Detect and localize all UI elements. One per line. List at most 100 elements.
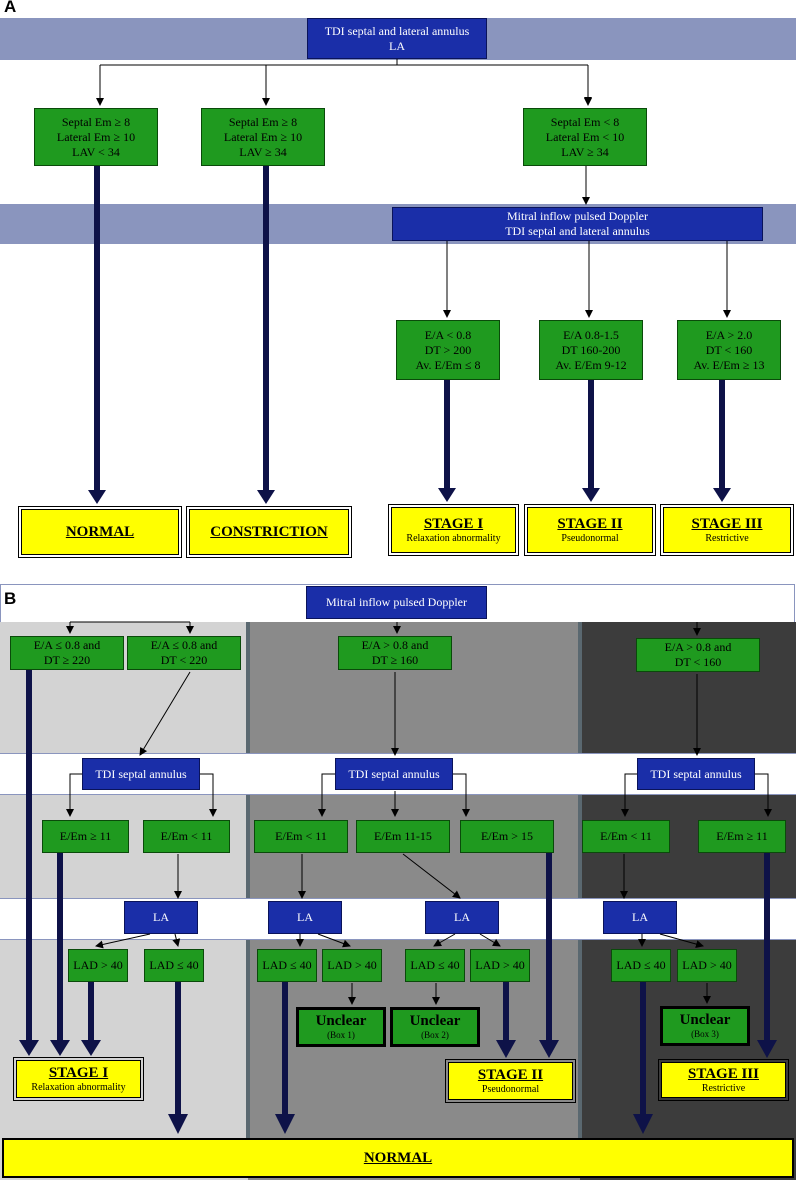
lad-label: LAD > 40 [475, 958, 525, 972]
ee-label: E/Em < 11 [600, 829, 652, 843]
criteria-line: Lateral Em ≥ 10 [56, 129, 136, 144]
la-label: LA [297, 910, 313, 924]
unclear-note: (Box 2) [421, 1030, 449, 1040]
ea-box-2: E/A ≤ 0.8 and DT < 220 [127, 636, 241, 670]
ea-line: E/A > 0.8 and [361, 638, 429, 652]
outcome-title: STAGE II [557, 516, 623, 532]
criteria-line: Lateral Em ≥ 10 [223, 129, 303, 144]
ea-box-1: E/A ≤ 0.8 and DT ≥ 220 [10, 636, 124, 670]
ee-label: E/Em 11-15 [374, 829, 432, 843]
ee-gt15-box: E/Em > 15 [460, 820, 554, 853]
lad-le40-box-2: LAD ≤ 40 [257, 949, 317, 982]
tdi-label: TDI septal annulus [348, 766, 440, 781]
normal-bar-b: NORMAL [2, 1138, 794, 1178]
ee-lt11-box-2: E/Em < 11 [254, 820, 348, 853]
stage1-criteria-box: E/A < 0.8 DT > 200 Av. E/Em ≤ 8 [396, 320, 500, 380]
criteria-line: LAV ≥ 34 [239, 144, 287, 159]
unclear-title: Unclear [409, 1013, 461, 1029]
la-box-2: LA [268, 901, 342, 934]
outcome-subtitle: Restrictive [705, 533, 749, 544]
ee-label: E/Em < 11 [275, 829, 327, 843]
outcome-title: STAGE III [687, 1066, 759, 1082]
outcome-subtitle: Pseudonormal [561, 533, 619, 544]
ea-line: E/A > 0.8 and [664, 640, 732, 654]
lad-label: LAD ≤ 40 [262, 958, 312, 972]
mitral-line1: Mitral inflow pulsed Doppler [507, 209, 648, 223]
outcome-stage3-a: STAGE III Restrictive [660, 504, 794, 556]
outcome-title: STAGE II [477, 1067, 544, 1083]
lad-label: LAD > 40 [682, 958, 732, 972]
mitral-line2: TDI septal and lateral annulus [505, 224, 650, 238]
unclear-title: Unclear [679, 1012, 731, 1028]
ee-label: E/Em ≥ 11 [716, 829, 768, 843]
tdi-label: TDI septal annulus [95, 766, 187, 781]
criteria-diastolic-box: Septal Em < 8 Lateral Em < 10 LAV ≥ 34 [523, 108, 647, 166]
ea-line: DT < 160 [674, 655, 722, 669]
lad-gt40-box-4: LAD > 40 [677, 949, 737, 982]
tdi-label: TDI septal annulus [650, 766, 742, 781]
panel-a-top-line2: LA [389, 38, 405, 53]
lad-gt40-box-3: LAD > 40 [470, 949, 530, 982]
ee-label: E/Em ≥ 11 [59, 829, 112, 843]
la-box-3: LA [425, 901, 499, 934]
unclear-box-3: Unclear (Box 3) [660, 1006, 750, 1046]
unclear-box-2: Unclear (Box 2) [390, 1007, 480, 1047]
ea-line: DT < 220 [160, 653, 208, 667]
ee-ge11-box-2: E/Em ≥ 11 [698, 820, 786, 853]
ee-11-15-box: E/Em 11-15 [356, 820, 450, 853]
outcome-constriction-a: CONSTRICTION [186, 506, 352, 558]
criteria-line: E/A > 2.0 [705, 327, 753, 342]
stage2-criteria-box: E/A 0.8-1.5 DT 160-200 Av. E/Em 9-12 [539, 320, 643, 380]
outcome-subtitle: Restrictive [701, 1083, 746, 1094]
la-label: LA [153, 910, 169, 924]
panel-b-top-box: Mitral inflow pulsed Doppler [306, 586, 487, 619]
ea-box-3: E/A > 0.8 and DT ≥ 160 [338, 636, 452, 670]
tdi-box-2: TDI septal annulus [335, 758, 453, 790]
la-label: LA [632, 910, 648, 924]
lad-gt40-box-1: LAD > 40 [68, 949, 128, 982]
lad-label: LAD > 40 [327, 958, 377, 972]
outcome-subtitle: Relaxation abnormality [406, 533, 501, 544]
outcome-stage1-a: STAGE I Relaxation abnormality [388, 504, 519, 556]
lad-label: LAD ≤ 40 [410, 958, 460, 972]
column-divider [246, 622, 250, 1138]
ee-ge11-box-1: E/Em ≥ 11 [42, 820, 129, 853]
outcome-title: STAGE III [691, 516, 763, 532]
lad-label: LAD > 40 [73, 958, 123, 972]
column-divider [578, 622, 582, 1138]
outcome-stage2-b: STAGE II Pseudonormal [445, 1059, 576, 1103]
lad-label: LAD ≤ 40 [616, 958, 666, 972]
lad-le40-box-3: LAD ≤ 40 [405, 949, 465, 982]
unclear-title: Unclear [315, 1013, 367, 1029]
outcome-stage1-b: STAGE I Relaxation abnormality [13, 1057, 144, 1101]
lad-gt40-box-2: LAD > 40 [322, 949, 382, 982]
criteria-line: DT < 160 [705, 342, 753, 357]
criteria-line: DT 160-200 [561, 342, 621, 357]
tdi-box-3: TDI septal annulus [637, 758, 755, 790]
ee-label: E/Em > 15 [480, 829, 534, 843]
outcome-title: NORMAL [65, 524, 135, 540]
criteria-line: Septal Em < 8 [550, 114, 620, 129]
ea-line: DT ≥ 160 [371, 653, 419, 667]
panel-a-label: A [4, 0, 17, 16]
ee-label: E/Em < 11 [160, 829, 213, 843]
unclear-box-1: Unclear (Box 1) [296, 1007, 386, 1047]
criteria-line: E/A 0.8-1.5 [563, 327, 619, 342]
lad-label: LAD ≤ 40 [149, 958, 199, 972]
outcome-stage3-b: STAGE III Restrictive [658, 1059, 789, 1101]
ee-lt11-box-3: E/Em < 11 [582, 820, 670, 853]
outcome-normal-a: NORMAL [18, 506, 182, 558]
ee-lt11-box-1: E/Em < 11 [143, 820, 230, 853]
outcome-subtitle: Relaxation abnormality [31, 1082, 126, 1093]
criteria-line: LAV ≥ 34 [561, 144, 609, 159]
criteria-line: E/A < 0.8 [424, 327, 472, 342]
criteria-normal-box: Septal Em ≥ 8 Lateral Em ≥ 10 LAV < 34 [34, 108, 158, 166]
criteria-line: Lateral Em < 10 [545, 129, 625, 144]
unclear-note: (Box 1) [327, 1030, 355, 1040]
panel-a-top-line1: TDI septal and lateral annulus [324, 23, 470, 38]
outcome-title: STAGE I [48, 1065, 109, 1081]
panel-b-label: B [4, 589, 17, 608]
criteria-line: Septal Em ≥ 8 [228, 114, 298, 129]
tdi-box-1: TDI septal annulus [82, 758, 200, 790]
criteria-line: DT > 200 [424, 342, 472, 357]
